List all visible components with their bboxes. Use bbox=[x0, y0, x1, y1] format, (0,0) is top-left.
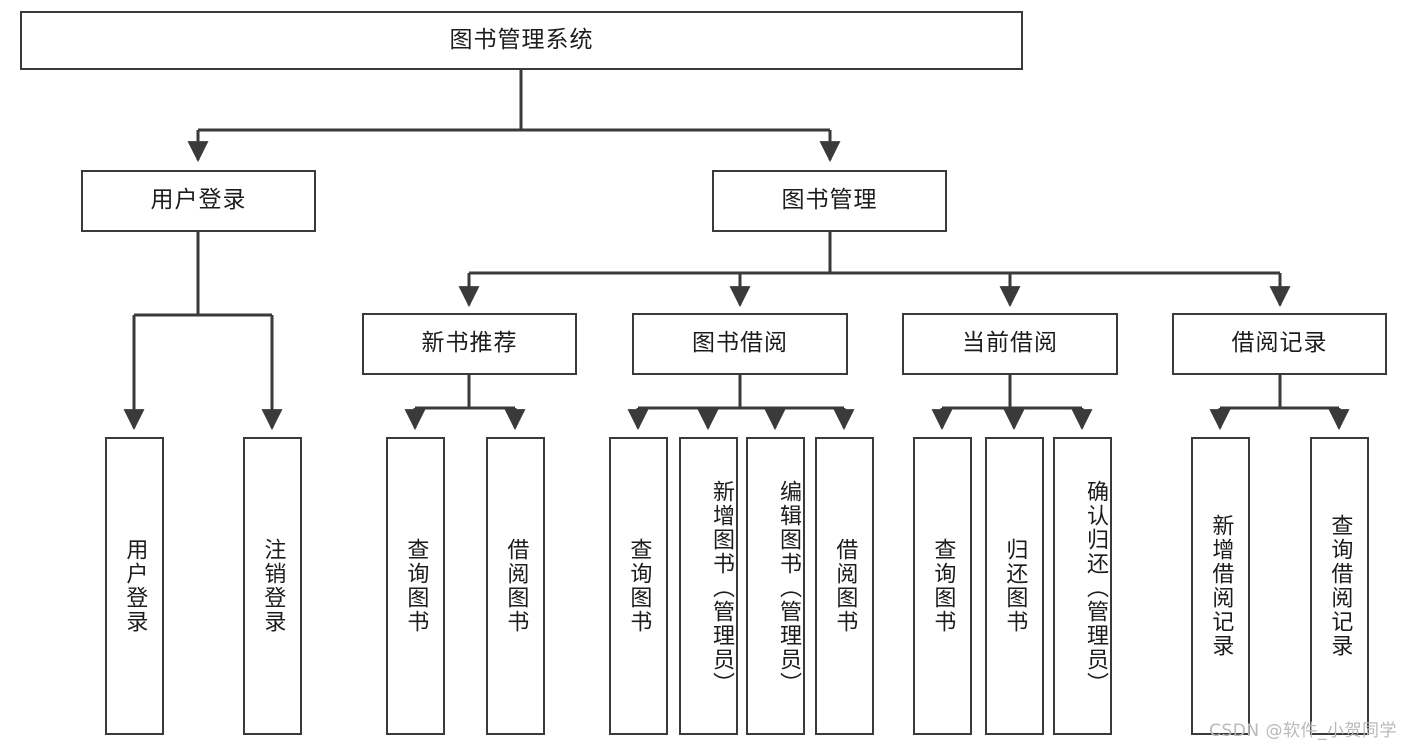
node-user-login[interactable]: 用户登录 bbox=[81, 170, 316, 232]
node-new-book-recommend[interactable]: 新书推荐 bbox=[362, 313, 577, 375]
node-leaf-confirm-return-label: 确认归还（管理员） bbox=[1083, 480, 1108, 696]
node-leaf-add-book-label: 新增图书（管理员） bbox=[709, 480, 734, 696]
node-leaf-query-book-bb-label: 查询图书 bbox=[626, 538, 652, 634]
node-book-borrow[interactable]: 图书借阅 bbox=[632, 313, 848, 375]
node-leaf-add-record-label: 新增借阅记录 bbox=[1208, 514, 1234, 658]
node-leaf-borrow-book-rec[interactable]: 借阅图书 bbox=[486, 437, 545, 735]
node-leaf-return-book-label: 归还图书 bbox=[1002, 538, 1028, 634]
node-leaf-edit-book[interactable]: 编辑图书（管理员） bbox=[746, 437, 805, 735]
node-user-login-label: 用户登录 bbox=[150, 187, 247, 214]
node-leaf-query-record[interactable]: 查询借阅记录 bbox=[1310, 437, 1369, 735]
node-leaf-query-book-rec[interactable]: 查询图书 bbox=[386, 437, 445, 735]
node-leaf-confirm-return[interactable]: 确认归还（管理员） bbox=[1053, 437, 1112, 735]
node-borrow-record[interactable]: 借阅记录 bbox=[1172, 313, 1387, 375]
csdn-watermark: CSDN @软件_小贺同学 bbox=[1209, 721, 1397, 741]
node-leaf-borrow-book-bb[interactable]: 借阅图书 bbox=[815, 437, 874, 735]
node-root[interactable]: 图书管理系统 bbox=[20, 11, 1023, 70]
node-borrow-record-label: 借阅记录 bbox=[1231, 330, 1328, 357]
node-leaf-logout[interactable]: 注销登录 bbox=[243, 437, 302, 735]
node-leaf-user-login-label: 用户登录 bbox=[122, 538, 148, 634]
node-book-borrow-label: 图书借阅 bbox=[692, 330, 788, 357]
node-leaf-borrow-book-bb-label: 借阅图书 bbox=[832, 538, 858, 634]
node-leaf-add-record[interactable]: 新增借阅记录 bbox=[1191, 437, 1250, 735]
node-book-management-label: 图书管理 bbox=[781, 187, 878, 214]
node-leaf-user-login[interactable]: 用户登录 bbox=[105, 437, 164, 735]
node-leaf-query-record-label: 查询借阅记录 bbox=[1327, 514, 1353, 658]
node-leaf-query-book-bb[interactable]: 查询图书 bbox=[609, 437, 668, 735]
node-new-book-recommend-label: 新书推荐 bbox=[421, 330, 518, 357]
node-leaf-query-book-cb[interactable]: 查询图书 bbox=[913, 437, 972, 735]
node-current-borrow[interactable]: 当前借阅 bbox=[902, 313, 1118, 375]
node-leaf-return-book[interactable]: 归还图书 bbox=[985, 437, 1044, 735]
node-current-borrow-label: 当前借阅 bbox=[962, 330, 1058, 357]
node-root-label: 图书管理系统 bbox=[449, 26, 594, 53]
node-leaf-borrow-book-rec-label: 借阅图书 bbox=[503, 538, 529, 634]
node-leaf-query-book-rec-label: 查询图书 bbox=[403, 538, 429, 634]
node-leaf-edit-book-label: 编辑图书（管理员） bbox=[776, 480, 801, 696]
node-leaf-logout-label: 注销登录 bbox=[260, 538, 286, 634]
node-leaf-add-book[interactable]: 新增图书（管理员） bbox=[679, 437, 738, 735]
node-book-management[interactable]: 图书管理 bbox=[712, 170, 947, 232]
node-leaf-query-book-cb-label: 查询图书 bbox=[930, 538, 956, 634]
